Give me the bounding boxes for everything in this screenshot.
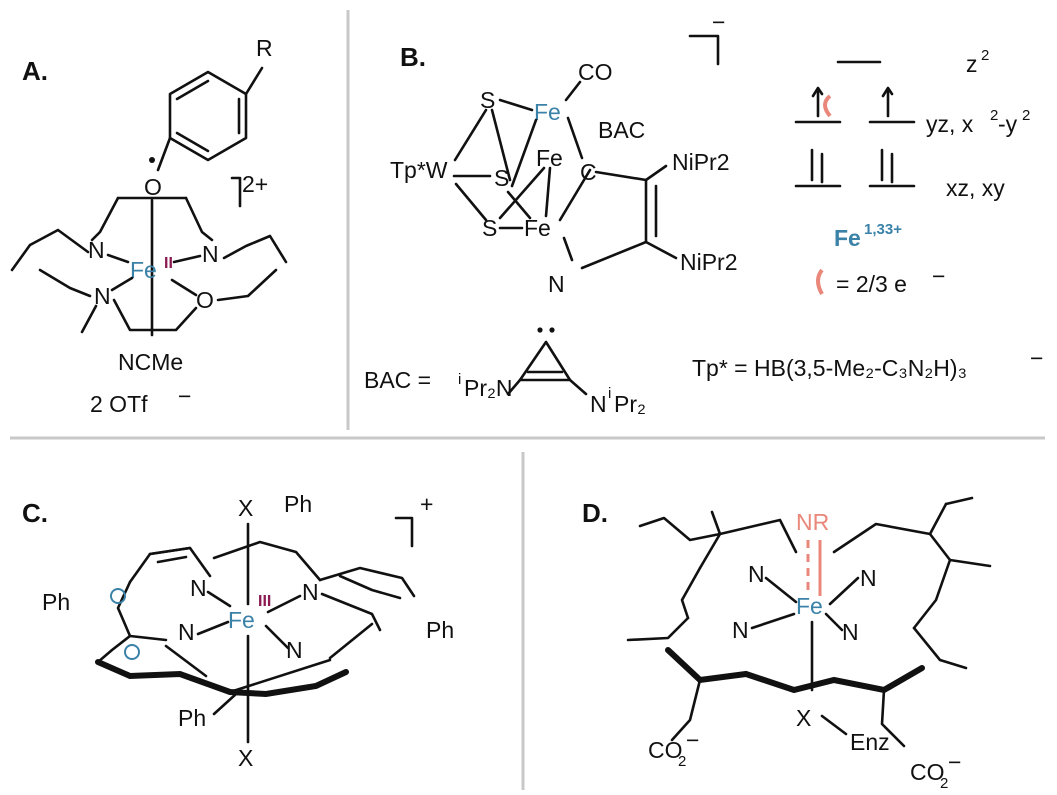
panel-a: A. R O 2+ N N N O Fe II NCMe 2 OTf xyxy=(10,35,288,417)
svg-text:2: 2 xyxy=(981,47,989,64)
bac-definition-label: BAC = xyxy=(364,367,431,393)
partial-electron-arrow xyxy=(823,94,832,118)
carbonyl-ligand: CO xyxy=(578,59,613,85)
panel-a-label: A. xyxy=(22,56,48,86)
amine-bottom: NiPr2 xyxy=(680,249,738,275)
pyrrole-n-4: N xyxy=(286,637,303,663)
charge-bracket-a xyxy=(230,176,242,208)
electron-legend: = 2/3 e xyxy=(836,271,907,297)
svg-text:i: i xyxy=(608,385,611,402)
amine-top: NiPr2 xyxy=(672,149,730,175)
pyrrole-n-d4: N xyxy=(842,619,859,645)
cluster-charge: − xyxy=(712,9,725,35)
carboxylate-right: CO xyxy=(910,759,945,785)
svg-text:−: − xyxy=(1030,345,1043,371)
pyrrole-n-d3: N xyxy=(732,617,749,643)
svg-text:2: 2 xyxy=(678,753,686,770)
axial-x-bottom: X xyxy=(238,745,253,771)
svg-text:-y: -y xyxy=(998,111,1018,137)
axial-ligand-ncme: NCMe xyxy=(118,349,183,375)
iron-oxidation-state-a: II xyxy=(164,255,173,272)
bac-amine-right: N xyxy=(590,391,607,417)
phenyl-left: Ph xyxy=(42,589,70,615)
tungsten-tp: Tp*W xyxy=(390,157,448,183)
sulfur-middle: S xyxy=(494,165,509,191)
panel-b: B. S CO Fe BAC Fe C Tp*W S S Fe NiPr2 Ni… xyxy=(364,9,1043,417)
pyrrole-n-1: N xyxy=(190,575,207,601)
phenyl-top: Ph xyxy=(284,491,312,517)
pyrrole-n-3: N xyxy=(178,619,195,645)
svg-text:−: − xyxy=(932,263,945,289)
nitrile-nitrogen: N xyxy=(548,271,565,297)
panel-b-label: B. xyxy=(400,42,426,72)
orbital-z2-label: z xyxy=(966,51,978,77)
sulfur-bottom: S xyxy=(482,215,497,241)
nitrene-label: NR xyxy=(796,509,829,535)
amine-n-left: N xyxy=(88,237,105,263)
phenyl-ring xyxy=(168,70,248,162)
bac-ligand: BAC xyxy=(598,117,645,143)
cyclopropenylidene-ring xyxy=(518,340,572,382)
iron-oxidation-b: Fe xyxy=(834,225,861,251)
axial-x-top: X xyxy=(238,495,253,521)
r-group-label: R xyxy=(256,35,273,61)
panel-d: D. NR Fe N N N N X Enz CO 2 − CO 2 xyxy=(582,496,992,792)
counterion-otf: 2 OTf xyxy=(90,391,148,417)
iron-top: Fe xyxy=(534,99,561,125)
svg-text:−: − xyxy=(948,749,961,775)
cation-marker-2 xyxy=(124,644,140,660)
svg-text:2: 2 xyxy=(940,775,948,792)
panel-c-label: C. xyxy=(22,498,48,528)
complex-a-charge: 2+ xyxy=(242,171,268,197)
counterion-charge: − xyxy=(178,383,191,409)
amine-n-right: N xyxy=(202,241,219,267)
pyrrole-n-2: N xyxy=(302,579,319,605)
phenyl-right: Ph xyxy=(426,617,454,643)
enzyme-label: Enz xyxy=(850,729,890,755)
pyrrole-n-d2: N xyxy=(860,565,877,591)
svg-text:2: 2 xyxy=(1022,107,1030,124)
ether-oxygen: O xyxy=(196,287,214,313)
svg-text:2: 2 xyxy=(990,107,998,124)
phenoxyl-oxygen: O xyxy=(144,174,162,200)
iron-bottom: Fe xyxy=(524,215,551,241)
charge-bracket-b xyxy=(688,34,720,66)
amine-n-lower: N xyxy=(94,283,111,309)
panel-c: C. + X Ph Ph Ph Ph X Fe III N N N N xyxy=(22,491,454,771)
complex-c-charge: + xyxy=(420,491,433,517)
bac-amine-left: Pr₂N xyxy=(464,375,513,401)
cation-marker-1 xyxy=(110,588,126,604)
iron-oxidation-state-c: III xyxy=(258,593,271,610)
sulfur-top: S xyxy=(480,87,495,113)
axial-x-d: X xyxy=(796,705,811,731)
panel-d-label: D. xyxy=(582,498,608,528)
iron-middle: Fe xyxy=(536,145,563,171)
orbital-yz-label: yz, x xyxy=(926,111,974,137)
svg-text:1,33+: 1,33+ xyxy=(864,221,902,238)
partial-electron-legend-icon xyxy=(816,268,824,295)
orbital-xz-label: xz, xy xyxy=(946,175,1005,201)
svg-text:Pr₂: Pr₂ xyxy=(614,391,646,417)
svg-text:i: i xyxy=(458,371,461,388)
iron-center-c: Fe xyxy=(228,607,255,633)
iron-center-a: Fe xyxy=(130,257,157,283)
charge-bracket-c xyxy=(394,516,414,548)
svg-text:−: − xyxy=(686,727,699,753)
pyrrole-n-d1: N xyxy=(748,561,765,587)
iron-center-d: Fe xyxy=(796,593,823,619)
radical-dot xyxy=(149,157,155,163)
carboxylate-left: CO xyxy=(648,737,683,763)
phenyl-bottom: Ph xyxy=(178,705,206,731)
tp-definition: Tp* = HB(3,5-Me₂-C₃N₂H)₃ xyxy=(692,355,967,381)
